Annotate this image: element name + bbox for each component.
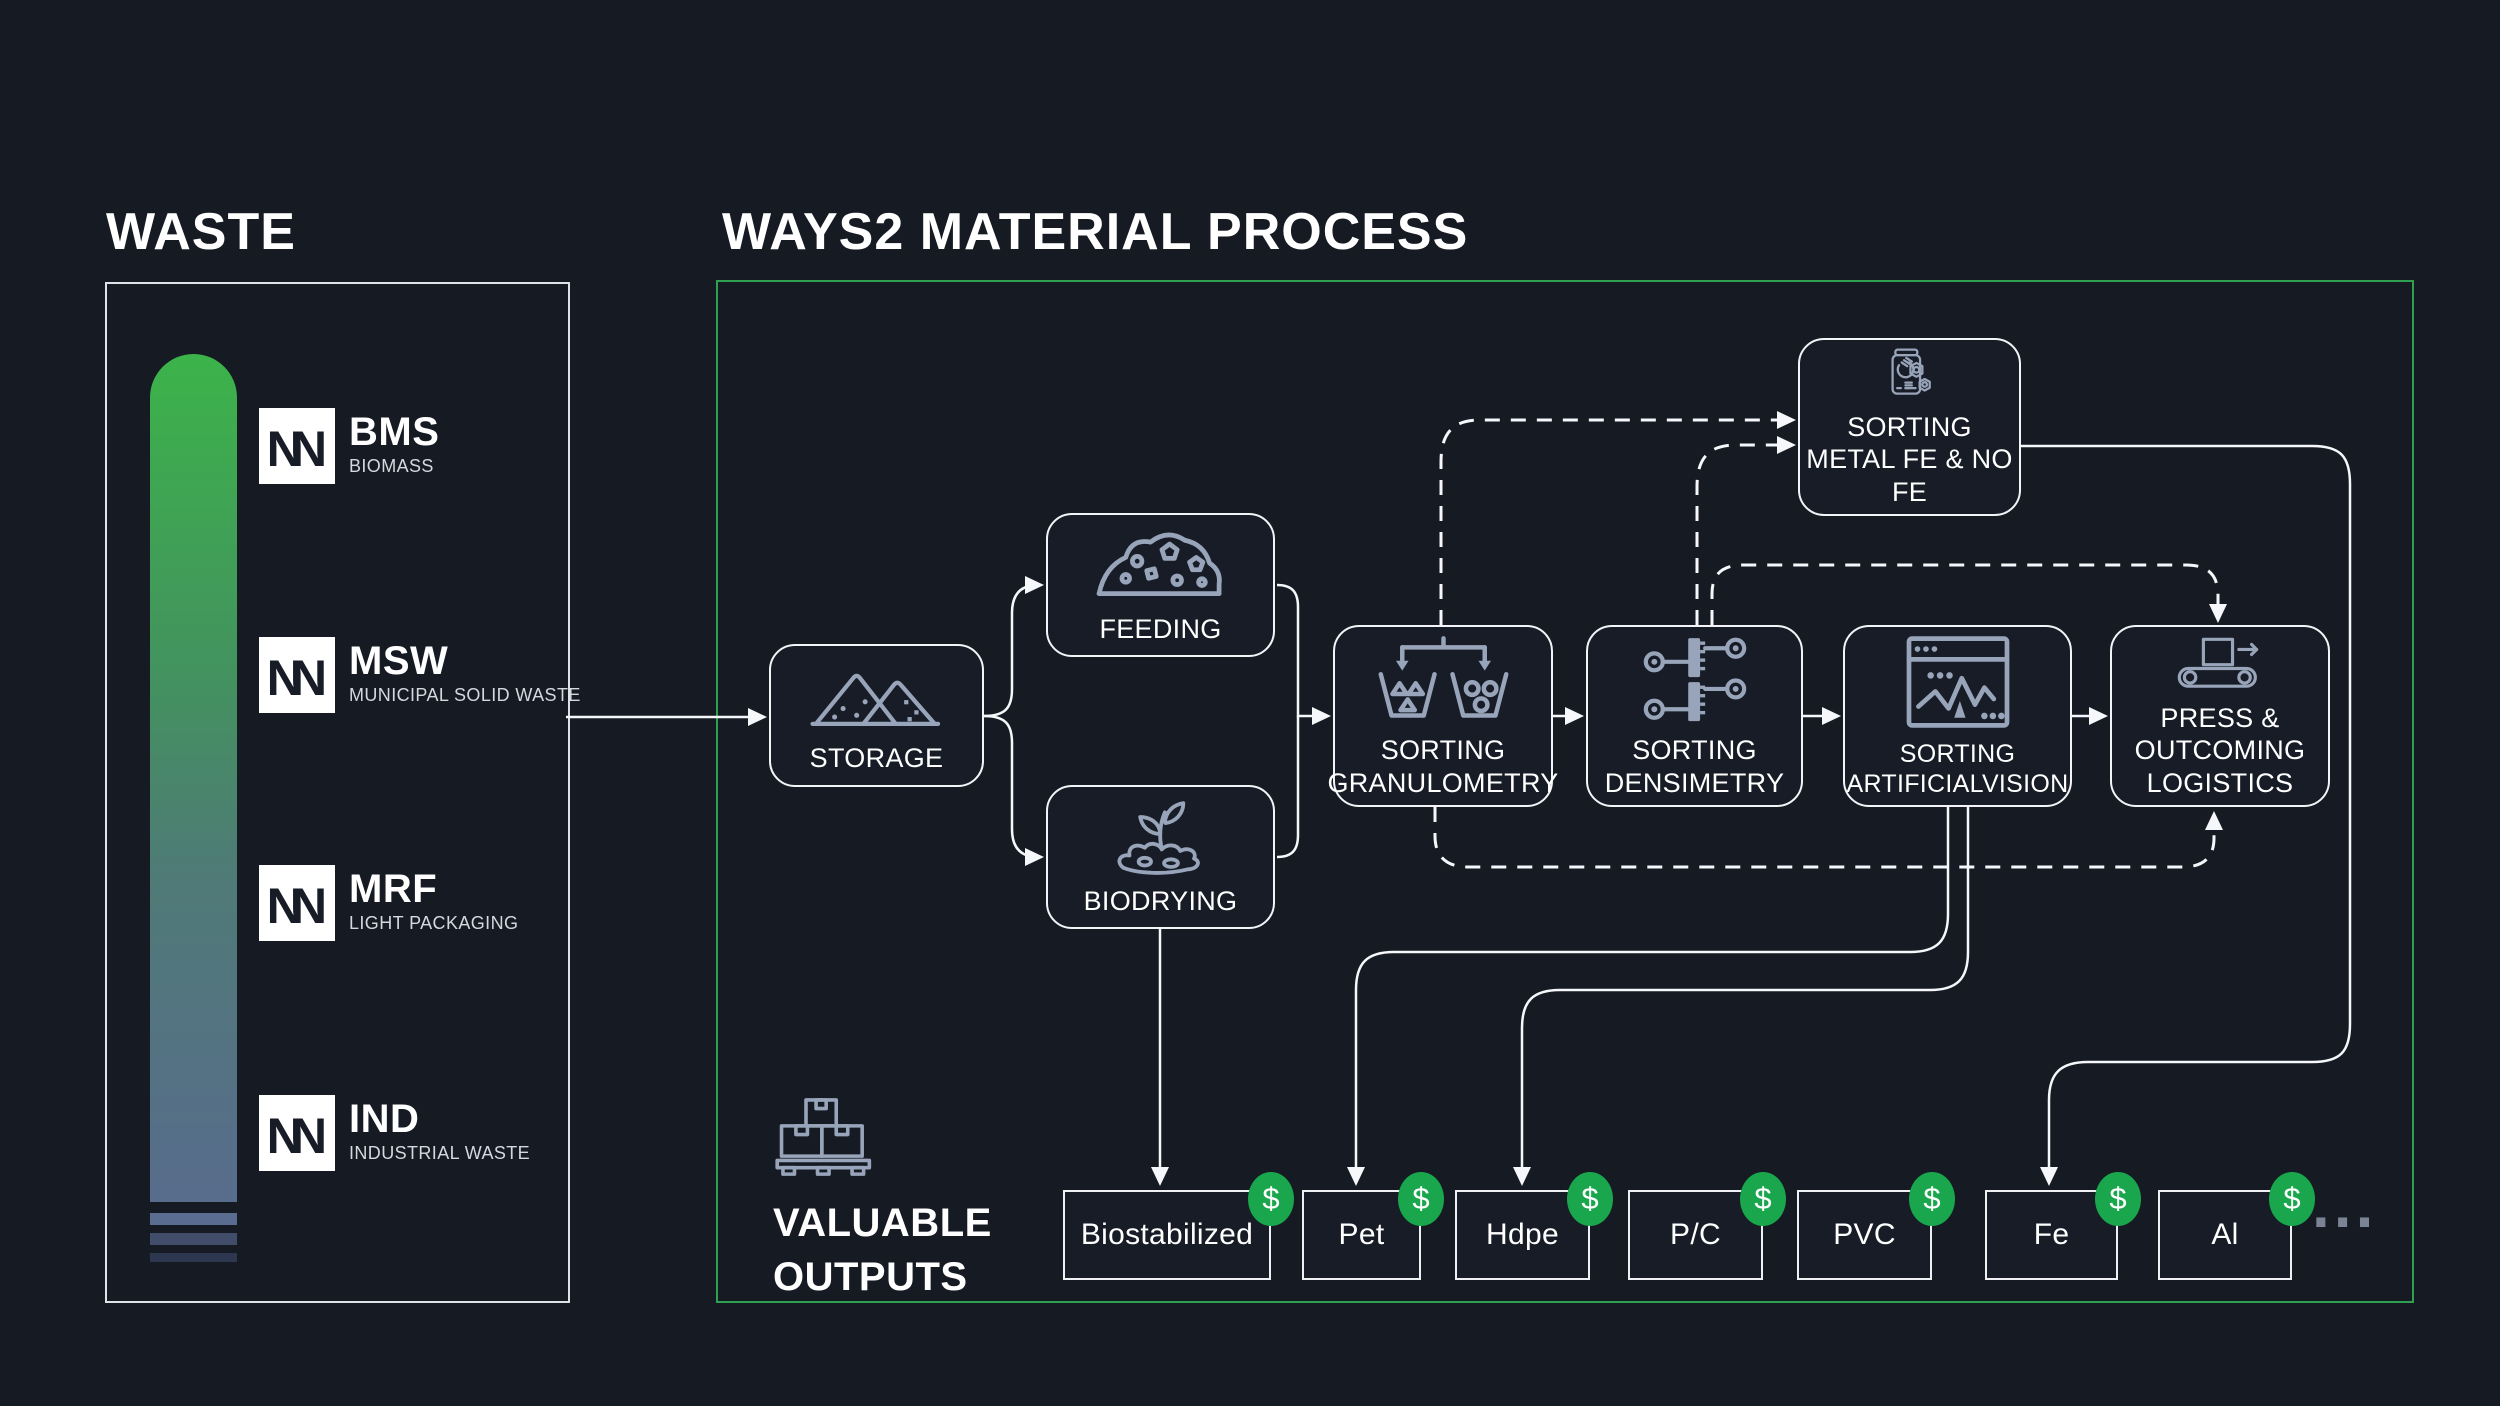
waste-panel (105, 282, 570, 1303)
node-press: PRESS & OUTCOMING LOGISTICS (2110, 625, 2330, 807)
outputs-label: VALUABLE OUTPUTS (773, 1196, 992, 1304)
node-storage: STORAGE (769, 644, 984, 787)
svg-text:N: N (267, 650, 303, 706)
densimetry-icon (1643, 637, 1746, 722)
node-label: BIODRYING (1083, 885, 1238, 916)
output-label: P/C (1670, 1218, 1721, 1251)
node-sorting-granulometry: SORTING GRANULOMETRY (1327, 625, 1558, 807)
pallet-icon (775, 1098, 872, 1176)
outputs-label-line1: VALUABLE (773, 1201, 992, 1245)
svg-text:N: N (267, 1108, 303, 1164)
waste-item-code: IND (349, 1097, 420, 1141)
node-sorting-metal: SORTING METAL FE & NO FE (1798, 338, 2021, 516)
waste-item-mrf: N N MRF LIGHT PACKAGING (259, 865, 518, 941)
svg-text:N: N (291, 421, 327, 477)
waste-item-code: BMS (349, 410, 440, 454)
dollar-badge: $ (2269, 1172, 2315, 1226)
gradient-dash (150, 1233, 237, 1245)
svg-text:N: N (267, 421, 303, 477)
output-label: Biostabilized (1080, 1218, 1254, 1251)
waste-item-name: BIOMASS (349, 456, 434, 476)
granulometry-icon (1378, 636, 1508, 718)
node-label: PRESS & OUTCOMING LOGISTICS (2134, 702, 2306, 798)
waste-item-msw: N N MSW MUNICIPAL SOLID WASTE (259, 637, 581, 713)
gradient-dash (150, 1213, 237, 1225)
dollar-badge: $ (1398, 1172, 1444, 1226)
output-label: Pet (1338, 1218, 1385, 1251)
svg-text:N: N (291, 650, 327, 706)
node-label: SORTING GRANULOMETRY (1327, 735, 1559, 798)
biodrying-icon (1117, 801, 1200, 875)
node-label: SORTING DENSIMETRY (1604, 735, 1785, 798)
waste-gradient-bar (150, 354, 237, 1202)
node-feeding: FEEDING (1046, 513, 1275, 657)
press-icon (2177, 637, 2258, 688)
waste-item-code: MSW (349, 639, 449, 683)
process-title: WAYS2 MATERIAL PROCESS (722, 203, 1469, 261)
waste-logo-icon: N N (259, 865, 335, 941)
output-label: Hdpe (1486, 1218, 1559, 1251)
waste-item-name: LIGHT PACKAGING (349, 913, 519, 933)
output-biostabilized: Biostabilized (1063, 1190, 1271, 1280)
waste-logo-icon: N N (259, 408, 335, 484)
process-panel (716, 280, 2414, 1303)
artificial-vision-icon (1906, 636, 2009, 728)
waste-logo-icon: N N (259, 1095, 335, 1171)
node-sorting-densimetry: SORTING DENSIMETRY (1586, 625, 1803, 807)
waste-logo-icon: N N (259, 637, 335, 713)
storage-icon (809, 674, 940, 727)
gradient-dash (150, 1253, 237, 1262)
waste-item-bms: N N BMS BIOMASS (259, 408, 439, 484)
node-biodrying: BIODRYING (1046, 785, 1275, 929)
waste-title: WASTE (106, 203, 296, 261)
dollar-badge: $ (1740, 1172, 1786, 1226)
output-label: Al (2211, 1218, 2239, 1251)
node-label: STORAGE (809, 743, 944, 774)
waste-item-code: MRF (349, 867, 438, 911)
outputs-label-line2: OUTPUTS (773, 1255, 968, 1299)
node-label: SORTING METAL FE & NO FE (1806, 411, 2013, 507)
waste-item-name: INDUSTRIAL WASTE (349, 1143, 531, 1163)
waste-item-ind: N N IND INDUSTRIAL WASTE (259, 1095, 530, 1171)
output-label: Fe (2033, 1218, 2070, 1251)
svg-text:N: N (291, 878, 327, 934)
svg-text:N: N (291, 1108, 327, 1164)
svg-text:N: N (267, 878, 303, 934)
waste-item-name: MUNICIPAL SOLID WASTE (349, 685, 581, 705)
dollar-badge: $ (1248, 1172, 1294, 1226)
dollar-badge: $ (1909, 1172, 1955, 1226)
metal-sorting-icon (1890, 348, 1931, 395)
dollar-badge: $ (1567, 1172, 1613, 1226)
feeding-icon (1096, 532, 1222, 596)
more-outputs-ellipsis: ... (2312, 1169, 2378, 1241)
node-label: FEEDING (1099, 613, 1222, 644)
node-sorting-artificialvision: SORTING ARTIFICIALVISION (1843, 625, 2072, 807)
output-label: PVC (1833, 1218, 1896, 1251)
dollar-badge: $ (2095, 1172, 2141, 1226)
node-label: SORTING ARTIFICIALVISION (1846, 740, 2069, 798)
